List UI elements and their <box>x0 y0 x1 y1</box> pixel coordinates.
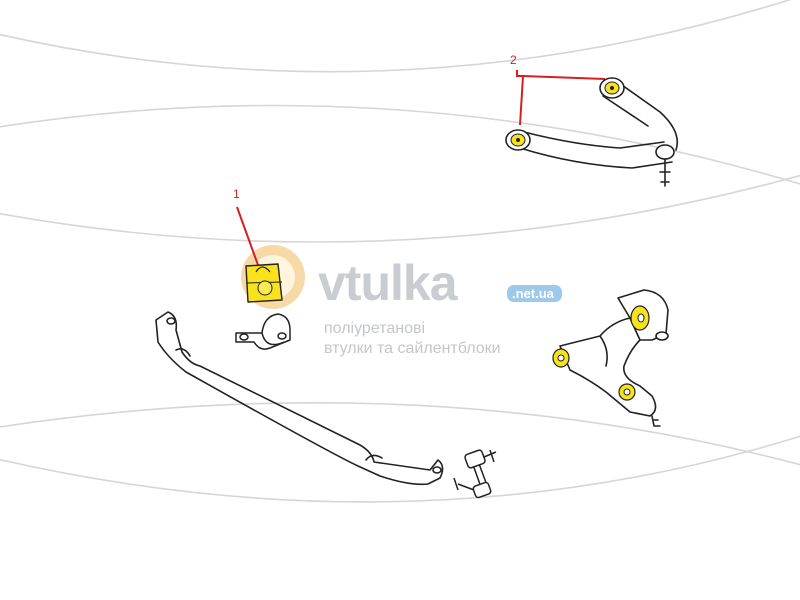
stabilizer-bushing <box>245 263 283 303</box>
upper-control-arm <box>505 77 679 187</box>
lower-arm-bushing-front <box>552 348 570 368</box>
brand-domain-badge <box>507 285 562 302</box>
lower-arm-bushing-rear <box>618 383 636 401</box>
callout-2: 2 <box>510 53 606 126</box>
brand-tagline-2: втулки та сайлентблоки <box>324 340 501 357</box>
callout-1: 1 <box>233 187 259 266</box>
brand-tagline-1: поліуретанові <box>324 320 425 337</box>
background-arcs <box>0 0 800 503</box>
upper-arm-bushing-front <box>510 133 526 147</box>
brand-name: vtulka <box>318 255 459 311</box>
bushing-clamp <box>235 313 291 350</box>
stabilizer-bar <box>155 311 444 486</box>
lower-arm-bushing-upper <box>630 305 650 331</box>
callout-2-leader-a <box>516 70 525 126</box>
lower-control-arm <box>559 289 669 427</box>
upper-arm-bushing-rear <box>604 81 620 95</box>
callout-2-number: 2 <box>510 53 517 67</box>
callout-1-number: 1 <box>233 187 240 201</box>
callout-1-leader <box>236 206 259 266</box>
stabilizer-end-link <box>453 449 497 499</box>
callout-2-leader-b <box>522 75 606 80</box>
brand-domain: .net.ua <box>512 286 555 301</box>
